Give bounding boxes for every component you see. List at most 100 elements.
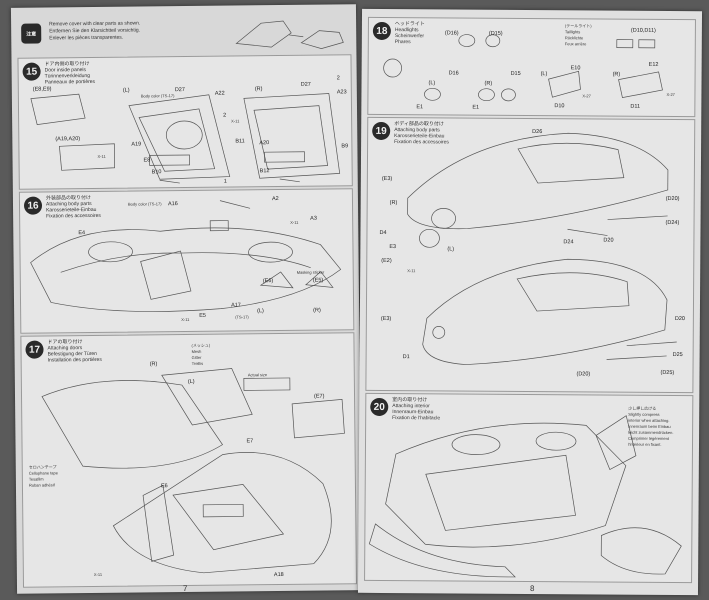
step-18-label-x27b: X-27 — [666, 91, 675, 98]
step-16-label-body-color: Body color (TS-17) — [127, 201, 162, 207]
step-15-label-e8: E8 — [143, 157, 151, 164]
step-19-label-e3b: E3 — [389, 244, 397, 251]
step-17-label-a18: A18 — [273, 571, 284, 579]
step-15-label-a22: A22 — [214, 90, 225, 97]
step-19-label-e3a: (E3) — [381, 175, 393, 183]
step-15-label-1: 1 — [223, 178, 227, 185]
step-17-label-tape-de: Tesafilm — [28, 476, 44, 482]
step-18-drawing — [383, 34, 663, 102]
step-16-label-a3: A3 — [310, 215, 317, 222]
step-18-label-d10: D10 — [554, 103, 565, 110]
step-17-label-tape-fr: Ruban adhésif — [28, 482, 55, 488]
step-15-label-b11: B11 — [235, 138, 245, 145]
step-17-label-e6: E6 — [160, 483, 168, 490]
step-20-panel: 20 室内の取り付け Attaching interior Innenraum-… — [364, 392, 694, 584]
step-19-label-d24b: (D24) — [665, 219, 680, 227]
step-20-note-1: Slightly compress — [628, 411, 660, 417]
step-15-label-b9: B9 — [341, 143, 349, 150]
step-15-label-2a: 2 — [223, 112, 227, 119]
step-18-label-e1b: E1 — [472, 104, 480, 111]
step-15-label-e8-e9: (E8,E9) — [32, 86, 52, 93]
step-16-label-a2: A2 — [271, 196, 279, 203]
right-page: 18 ヘッドライト Headlights Scheinwerfer Phares… — [357, 8, 703, 596]
step-15-label-a20: A20 — [259, 140, 270, 147]
step-16-label-a16: A16 — [167, 201, 178, 208]
step-16-label-a17: A17 — [231, 302, 241, 309]
step-16-panel: 16 外装部品の取り付け Attaching body parts Kaross… — [18, 188, 355, 334]
step-18-label-l: (L) — [428, 80, 436, 87]
step-18-label-taillight-de: Rücklichte — [564, 35, 584, 41]
step-17-label-e7b: (E7) — [313, 393, 325, 400]
step-18-label-d11: D11 — [630, 103, 641, 110]
step-18-label-d10-d11: (D10,D11) — [630, 27, 656, 34]
step-20-note-2: interior when attaching. — [628, 417, 670, 423]
step-17-label-l: (L) — [187, 378, 195, 385]
step-17-label-e7: E7 — [246, 438, 254, 445]
step-15-label-a19: A19 — [131, 141, 142, 148]
step-17-label-mesh-en: Mesh — [191, 348, 202, 354]
step-15-label-body-color: Body color (TS-17) — [140, 93, 175, 99]
step-19-label-x11: X-11 — [407, 268, 416, 274]
step-19-drawing — [407, 132, 677, 365]
step-17-panel: 17 ドアの取り付け Attaching doors Befestigung d… — [20, 332, 357, 588]
step-17-label-tape-en: Cellophane tape — [28, 470, 58, 476]
step-19-label-d26: D26 — [532, 129, 543, 136]
step-18-label-r: (R) — [484, 80, 493, 87]
step-19-label-r: (R) — [389, 200, 398, 207]
step-15-label-b10: B10 — [151, 169, 162, 176]
step-18-label-taillight-fr: Feux arrière — [564, 41, 587, 47]
step-15-label-d27b: D27 — [300, 81, 311, 88]
step-18-label-e12: E12 — [648, 61, 659, 68]
step-19-label-d20: D20 — [603, 237, 614, 244]
step-15-label-2b: 2 — [336, 75, 340, 82]
step-16-label-e5: E5 — [199, 312, 206, 319]
step-18-label-e1a: E1 — [416, 104, 424, 111]
step-15-label-l: (L) — [122, 87, 130, 94]
step-17-label-mesh-fr: Treillis — [191, 360, 204, 366]
step-16-label-e5b: (E5) — [312, 277, 324, 284]
step-16-label-x11b: X-11 — [290, 219, 299, 225]
step-20-note-5: Comprimer légèrement — [628, 435, 669, 441]
step-19-label-d20c: D20 — [674, 316, 685, 323]
step-19-label-d24: D24 — [563, 239, 574, 246]
step-19-label-l: (L) — [447, 246, 455, 253]
step-19-label-d25: D25 — [672, 351, 683, 359]
step-18-label-l2: (L) — [540, 71, 548, 78]
clear-parts-illustration — [235, 20, 344, 49]
step-18-panel: 18 ヘッドライト Headlights Scheinwerfer Phares… — [367, 16, 696, 118]
step-16-label-e6: (E6) — [262, 278, 274, 285]
step-20-note-3: Innenraum beim Einbau — [628, 423, 671, 429]
step-16-label-x11: X-11 — [181, 316, 190, 323]
left-page: 注意 Remove cover with clear parts as show… — [10, 4, 363, 594]
step-17-label-x11: X-11 — [93, 571, 103, 577]
step-15-panel: 15 ドア内側の取り付け Door inside panels Türinnen… — [17, 54, 353, 190]
step-17-label-mesh-de: Gitter — [191, 354, 202, 360]
step-18-label-d15b: D15 — [510, 70, 521, 77]
step-16-label-e4: E4 — [78, 230, 86, 237]
step-19-label-d20d: (D20) — [576, 371, 591, 378]
step-17-label-r: (R) — [149, 361, 158, 368]
step-19-panel: 19 ボディ部品の取り付け Attaching body parts Karos… — [365, 116, 696, 394]
step-15-label-r: (R) — [254, 86, 263, 93]
step-20-note-4: leicht zusammendrücken. — [628, 429, 674, 436]
right-page-number: 8 — [529, 584, 535, 594]
step-16-label-masking: Masking sticker — [296, 269, 325, 275]
step-15-drawing — [30, 93, 341, 184]
step-17-drawing — [41, 368, 345, 574]
step-18-label-x27a: X-27 — [582, 93, 591, 99]
step-19-label-d4: D4 — [379, 229, 387, 236]
step-18-label-d16: (D16) — [444, 30, 459, 37]
step-17-label-actual-size: Actual size — [247, 372, 268, 378]
step-19-label-e2: (E2) — [381, 257, 392, 265]
step-16-label-l: (L) — [257, 308, 264, 315]
step-19-label-e3c: (E3) — [380, 315, 392, 323]
step-20-drawing — [368, 415, 682, 578]
step-19-label-d1: D1 — [402, 354, 410, 361]
step-20-note-6: l'intérieur en fixant. — [627, 441, 662, 447]
step-19-label-d25b: (D25) — [660, 369, 675, 377]
left-page-number: 7 — [182, 584, 188, 594]
step-19-label-d20b: (D20) — [665, 195, 680, 203]
step-15-label-b12: B12 — [259, 168, 270, 175]
step-16-label-ts17: (TS-17) — [235, 314, 249, 320]
step-18-label-d15: (D15) — [488, 30, 503, 37]
